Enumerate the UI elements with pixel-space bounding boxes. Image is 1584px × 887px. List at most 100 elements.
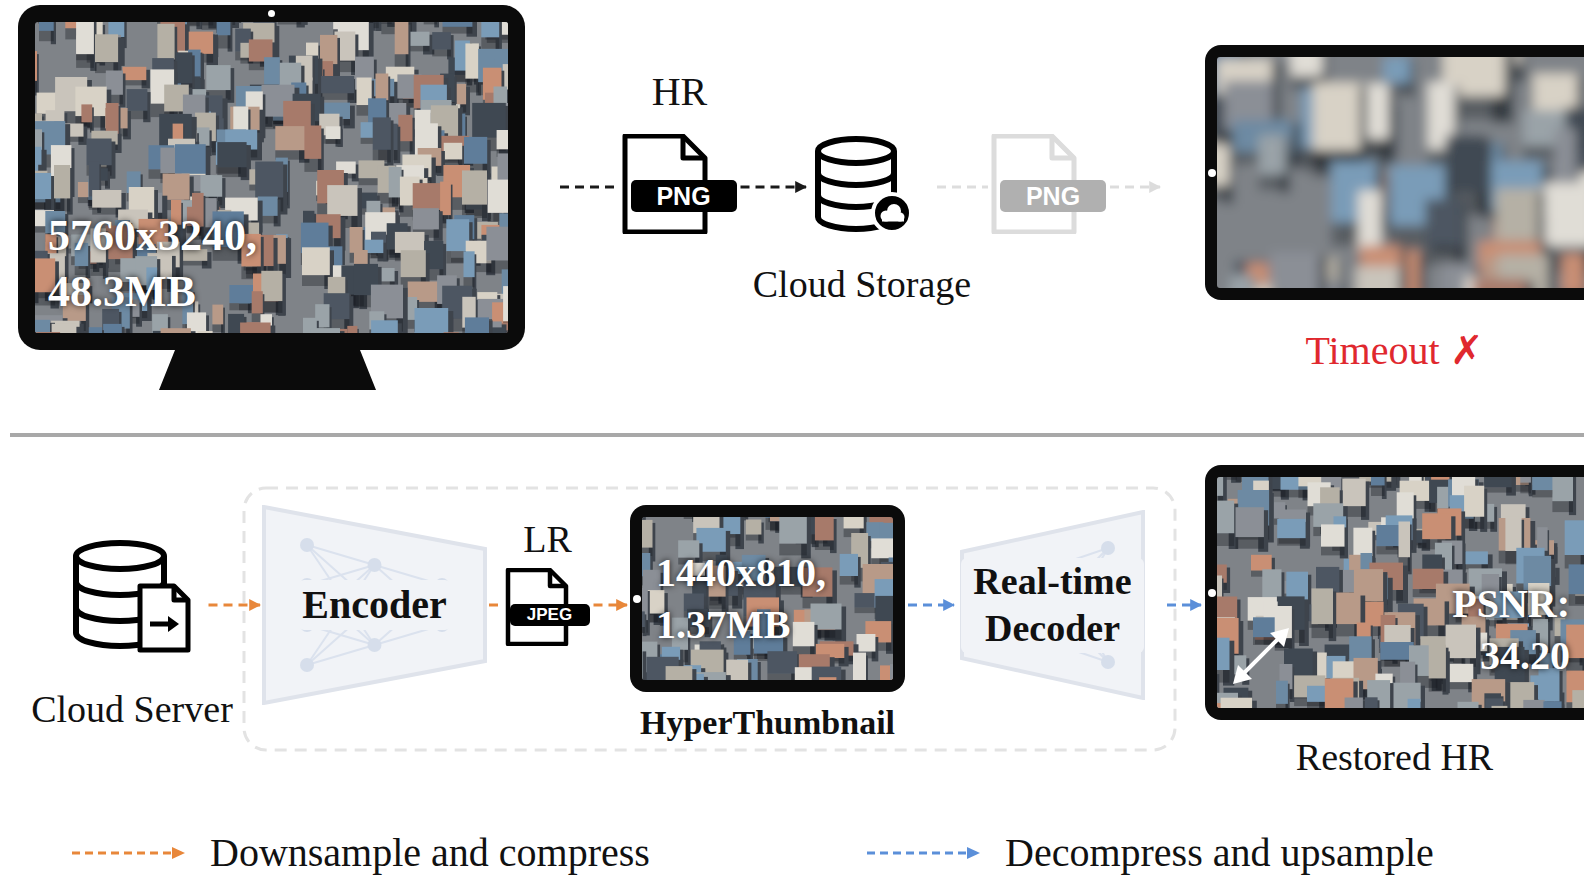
- building-roof: [1236, 507, 1264, 537]
- building-wall: [321, 93, 354, 100]
- building-roof: [302, 247, 330, 275]
- building-roof: [1399, 522, 1411, 558]
- dashed-connector: [560, 186, 619, 189]
- building-roof: [127, 89, 148, 111]
- building-roof: [1217, 501, 1234, 534]
- building-roof: [311, 328, 340, 333]
- building-wall: [302, 275, 330, 286]
- building-roof: [1425, 199, 1462, 246]
- building-roof: [464, 137, 487, 164]
- building-roof: [35, 173, 51, 199]
- dashed-connector: [741, 186, 807, 189]
- building-wall: [1371, 486, 1385, 497]
- building-roof: [1562, 253, 1584, 288]
- connector-group: [209, 605, 261, 606]
- building-wall: [1217, 533, 1234, 546]
- building-wall: [76, 54, 94, 68]
- tablet-frame: [630, 505, 905, 692]
- building-wall: [1277, 538, 1305, 546]
- building-wall: [54, 199, 70, 212]
- building-roof: [871, 538, 893, 558]
- building-roof: [1342, 479, 1365, 507]
- building-roof: [1437, 487, 1449, 509]
- network-neuron: [368, 638, 382, 652]
- building-wall: [217, 35, 231, 48]
- database-icon: [812, 135, 912, 235]
- building-roof: [1555, 128, 1576, 192]
- building-roof: [462, 170, 487, 204]
- server-icon: [70, 538, 195, 653]
- city-photo: [1217, 57, 1584, 288]
- building-wall: [1312, 624, 1334, 638]
- file-heading: LR: [523, 518, 572, 560]
- building-wall: [395, 54, 409, 67]
- building-roof: [1496, 188, 1538, 240]
- image-size-label: 5760x3240, 48.3MB: [48, 208, 318, 320]
- building-wall: [1464, 517, 1484, 529]
- building-roof: [666, 666, 693, 680]
- building-roof: [1569, 564, 1584, 594]
- cloud-badge: [873, 194, 911, 232]
- building-roof: [1473, 279, 1526, 288]
- building-roof: [1371, 477, 1385, 486]
- building-wall: [1236, 537, 1264, 549]
- building-roof: [200, 175, 222, 197]
- building-wall: [261, 301, 282, 313]
- building-wall: [304, 159, 321, 172]
- file-icon: PNG: [990, 134, 1108, 234]
- building-roof: [1422, 513, 1451, 539]
- file-fold: [683, 136, 705, 158]
- building-wall: [1520, 483, 1531, 494]
- screen-area: 1440x810, 1.37MB: [630, 505, 905, 692]
- building-roof: [444, 332, 459, 333]
- cloud-base: [882, 216, 904, 222]
- building-roof: [642, 648, 643, 680]
- trapezoid-outline: [264, 507, 485, 703]
- building-roof: [642, 611, 645, 627]
- camera-dot: [268, 10, 275, 17]
- building-wall: [424, 22, 437, 24]
- network-neuron: [300, 538, 314, 552]
- building-roof: [503, 286, 508, 321]
- building-roof: [440, 182, 451, 216]
- building-wall: [746, 535, 762, 541]
- building-roof: [1383, 57, 1410, 83]
- building-roof: [176, 52, 192, 83]
- building-wall: [278, 22, 302, 25]
- file-fold: [550, 570, 566, 586]
- overlay-text: 1440x810, 1.37MB: [656, 547, 896, 651]
- building-roof: [793, 622, 815, 646]
- trapezoid-outline: [962, 512, 1143, 698]
- building-roof: [376, 74, 389, 101]
- building-roof: [198, 331, 213, 333]
- building-roof: [35, 320, 50, 333]
- building-roof: [413, 208, 439, 229]
- building-roof: [123, 67, 147, 80]
- building-roof: [1357, 623, 1371, 639]
- building-roof: [1312, 588, 1334, 624]
- connector-group: [937, 187, 988, 188]
- building-roof: [844, 517, 864, 529]
- building-roof: [443, 22, 473, 27]
- building-roof: [350, 227, 363, 253]
- building-roof: [35, 332, 60, 333]
- photo-ground: [1217, 477, 1584, 708]
- building-wall: [684, 517, 695, 519]
- building-roof: [78, 182, 90, 197]
- building-roof: [465, 317, 489, 333]
- building-roof: [35, 51, 37, 81]
- building-roof: [217, 142, 246, 167]
- building-roof: [413, 183, 444, 210]
- building-roof: [389, 167, 402, 198]
- building-roof: [371, 320, 398, 333]
- building-roof: [1484, 477, 1512, 487]
- file-icon: JPEG: [504, 568, 592, 646]
- hyperthumbnail: 1440x810, 1.37MBHyperThumbnail: [630, 505, 905, 744]
- building-roof: [1356, 266, 1399, 288]
- building-roof: [1251, 555, 1272, 571]
- building-roof: [275, 126, 305, 150]
- building-roof: [1269, 252, 1319, 288]
- building-roof: [857, 634, 876, 652]
- building-roof: [89, 327, 102, 333]
